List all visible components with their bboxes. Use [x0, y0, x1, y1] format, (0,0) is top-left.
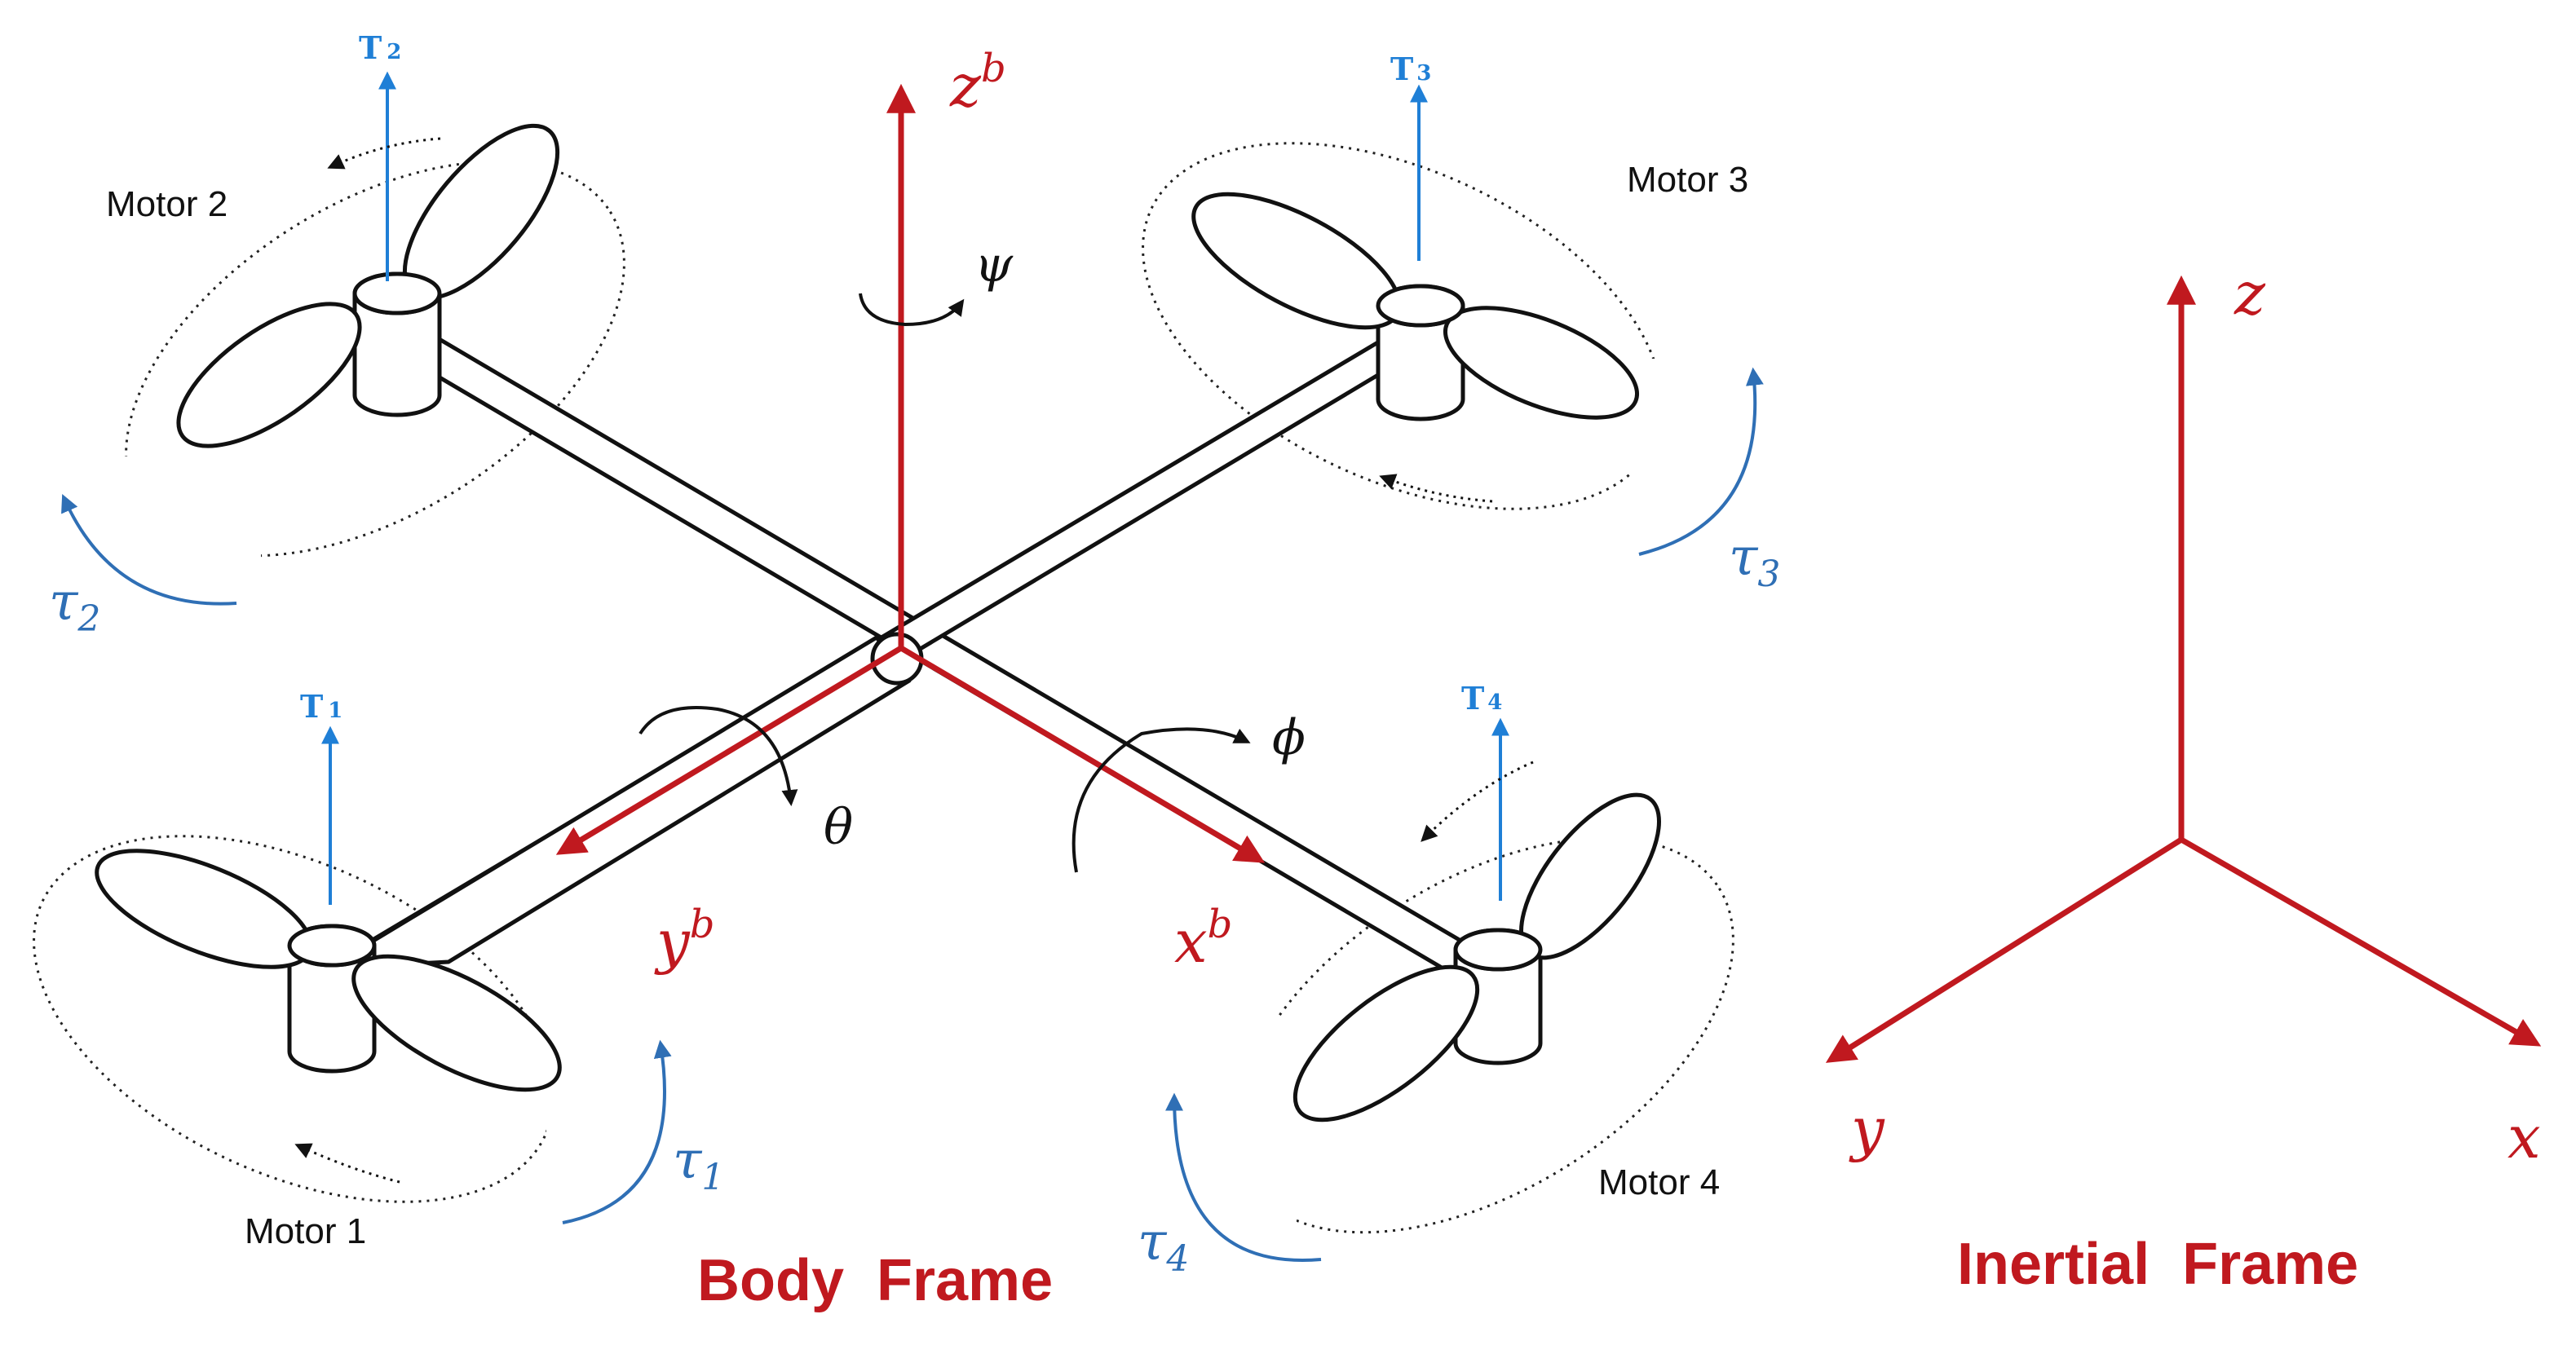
motor2-label: Motor 2 — [106, 184, 228, 224]
body-frame-axes — [555, 83, 1266, 863]
motor3-blade-a — [1191, 192, 1402, 330]
inertial-x-axis — [2180, 836, 2542, 1047]
body-axis-labels: zb yb xb — [654, 46, 1232, 976]
motor2-spin-arrow — [327, 137, 441, 170]
torque-arrow-2 — [61, 493, 237, 606]
torque-label-1: τ1 — [673, 1131, 724, 1198]
theta-label: θ — [824, 799, 853, 856]
thrust-arrows — [321, 71, 1509, 905]
inertial-z-label: z — [2234, 259, 2266, 328]
motor4-blade-b — [1292, 964, 1480, 1122]
spin-direction-arrows — [294, 137, 1534, 1184]
motor2-blade-b — [176, 302, 362, 448]
psi-label: ψ — [974, 236, 1014, 293]
body-frame-title: Body Frame — [697, 1248, 1053, 1313]
inertial-x-label: x — [2508, 1103, 2541, 1171]
quadcopter-arms — [360, 325, 1478, 981]
phi-label: ϕ — [1272, 709, 1306, 766]
torque-labels: τ2 τ3 τ1 τ4 — [49, 527, 1780, 1280]
motor4-spin-arrow — [1421, 761, 1534, 842]
motor1-label: Motor 1 — [245, 1211, 366, 1251]
inertial-y-axis — [1825, 837, 2183, 1063]
motor3-blade-b — [1443, 306, 1640, 420]
torque-arrow-3 — [1638, 367, 1764, 556]
psi-rotation-arrow — [859, 293, 965, 327]
motor1-blade-b — [351, 954, 562, 1092]
inertial-frame-title: Inertial Frame — [1957, 1232, 2358, 1297]
motor4-rotation-path — [1234, 836, 1734, 1234]
motor1-rotation-path — [33, 835, 555, 1203]
angle-arrows — [638, 293, 1251, 873]
motor3-label: Motor 3 — [1627, 160, 1748, 200]
inertial-y-label: y — [1849, 1095, 1885, 1163]
body-y-label: yb — [654, 902, 714, 976]
body-z-label: zb — [949, 46, 1006, 120]
phi-rotation-arrow — [1071, 727, 1251, 873]
torque-label-4: τ4 — [1138, 1212, 1189, 1280]
torque-arrow-4 — [1165, 1092, 1322, 1262]
motor4-label: Motor 4 — [1598, 1162, 1720, 1202]
torque-label-2: τ2 — [49, 572, 100, 640]
angle-labels: ψ θ ϕ — [824, 236, 1306, 856]
theta-rotation-arrow — [638, 706, 798, 806]
body-x-label: xb — [1174, 902, 1232, 976]
propeller-blades — [95, 123, 1661, 1122]
torque-arrow-1 — [562, 1039, 672, 1224]
inertial-axis-labels: z y x — [1849, 259, 2541, 1171]
motor3-spin-arrow — [1379, 474, 1493, 503]
body-y-axis — [555, 645, 903, 855]
inertial-frame-axes — [1825, 275, 2542, 1063]
torque-label-3: τ3 — [1729, 527, 1780, 595]
torque-arrows — [61, 367, 1764, 1262]
motor1-spin-arrow — [294, 1143, 400, 1184]
motor2-rotation-path — [125, 160, 625, 558]
body-x-axis — [899, 645, 1266, 863]
